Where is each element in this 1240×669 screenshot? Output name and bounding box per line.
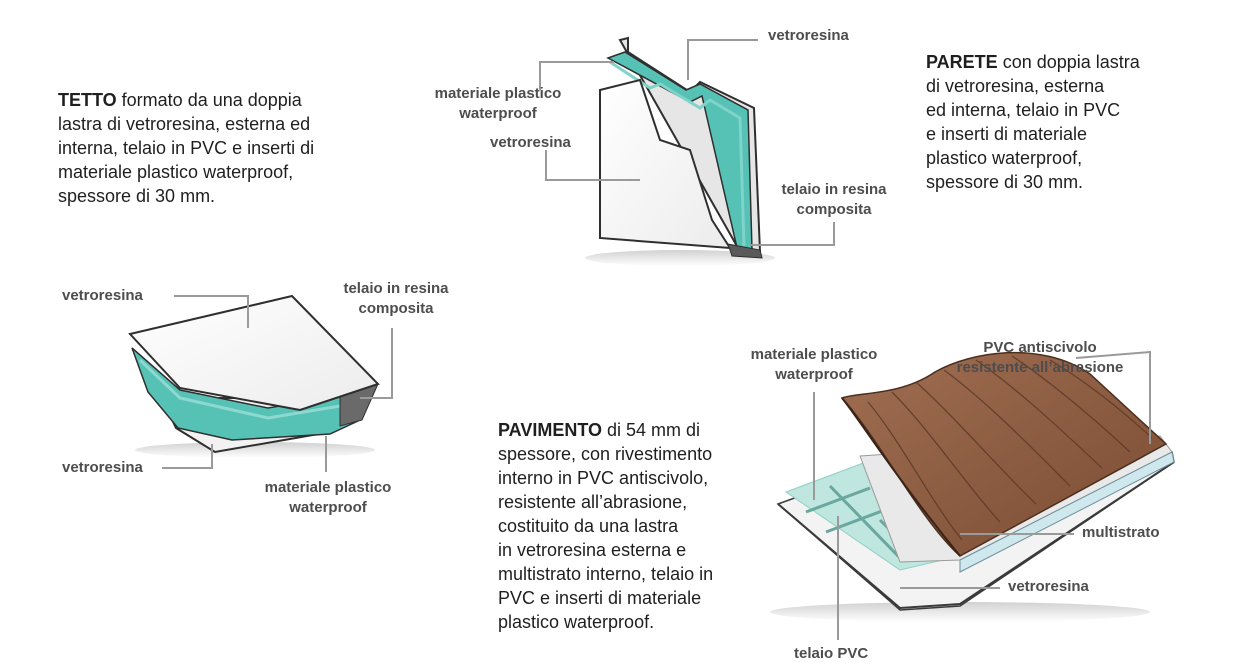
floor-desc-line: multistrato interno, telaio in xyxy=(498,564,714,584)
floor-label-vetroresina: vetroresina xyxy=(1008,578,1089,595)
floor-description: PAVIMENTO di 54 mm di spessore, con rive… xyxy=(498,418,788,634)
roof-desc-line: formato da una doppia xyxy=(116,90,302,110)
wall-label-vetroresina-inner: vetroresina xyxy=(490,134,571,151)
floor-desc-line: costituito da una lastra xyxy=(498,516,679,536)
wall-desc-line: ed interna, telaio in PVC xyxy=(926,100,1121,120)
floor-desc-line: interno in PVC antiscivolo, xyxy=(498,468,709,488)
wall-label-vetroresina-outer: vetroresina xyxy=(768,27,849,44)
roof-desc-line: interna, telaio in PVC e inserti di xyxy=(58,138,315,158)
roof-top-panel xyxy=(128,294,380,412)
floor-desc-line: in vetroresina esterna e xyxy=(498,540,687,560)
wall-heading: PARETE xyxy=(926,52,998,72)
floor-desc-line: spessore, con rivestimento xyxy=(498,444,713,464)
wall-desc-line: con doppia lastra xyxy=(997,52,1140,72)
roof-label-vetroresina-bottom: vetroresina xyxy=(62,459,143,476)
roof-desc-line: materiale plastico waterproof, xyxy=(58,162,294,182)
roof-section xyxy=(128,294,380,458)
wall-frame xyxy=(727,243,763,259)
wall-description: PARETE con doppia lastra di vetroresina,… xyxy=(926,50,1216,194)
floor-heading: PAVIMENTO xyxy=(498,420,603,440)
floor-desc-line: plastico waterproof. xyxy=(498,612,655,632)
floor-desc-line: resistente all’abrasione, xyxy=(498,492,688,512)
floor-desc-line: PVC e inserti di materiale xyxy=(498,588,702,608)
floor-section xyxy=(770,351,1175,622)
wall-desc-line: e inserti di materiale xyxy=(926,124,1088,144)
wall-section xyxy=(585,36,775,266)
floor-label-telaio-pvc: telaio PVC xyxy=(794,645,869,662)
wall-desc-line: plastico waterproof, xyxy=(926,148,1083,168)
roof-description: TETTO formato da una doppia lastra di ve… xyxy=(58,88,388,208)
floor-desc-line: di 54 mm di xyxy=(602,420,701,440)
wall-desc-line: di vetroresina, esterna xyxy=(926,76,1105,96)
roof-label-vetroresina-top: vetroresina xyxy=(62,287,143,304)
wall-desc-line: spessore di 30 mm. xyxy=(926,172,1084,192)
wall-inner-panel xyxy=(599,78,732,250)
floor-label-multistrato: multistrato xyxy=(1082,524,1160,541)
roof-desc-line: spessore di 30 mm. xyxy=(58,186,216,206)
leader-lines xyxy=(162,39,1151,640)
roof-desc-line: lastra di vetroresina, esterna ed xyxy=(58,114,311,134)
roof-heading: TETTO xyxy=(58,90,117,110)
